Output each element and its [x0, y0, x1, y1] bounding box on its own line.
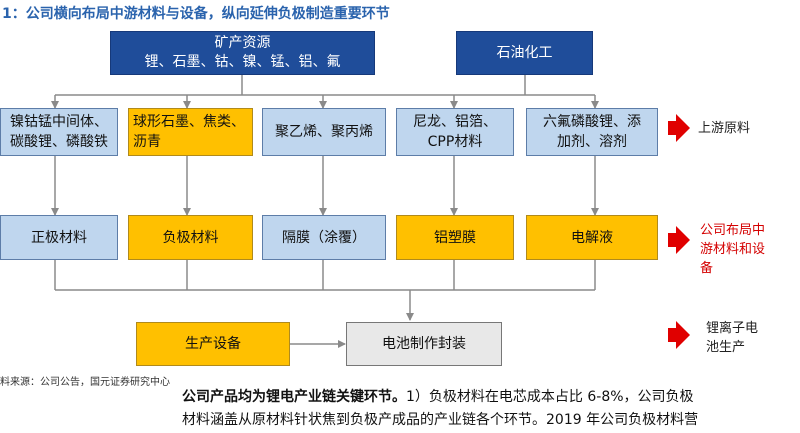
- red-arrow-3: [668, 321, 690, 349]
- body-text-line-2: 材料涵盖从原材料针状焦到负极产成品的产业链各个环节。2019 年公司负极材料营: [182, 412, 699, 428]
- source-note: 料来源：公司公告，国元证券研究中心: [0, 377, 170, 388]
- mid-box-aluminum-plastic-film: 铝塑膜: [396, 215, 514, 260]
- body-text-line-1: 公司产品均为锂电产业链关键环节。1）负极材料在电芯成本占比 6-8%，公司负极: [182, 386, 694, 406]
- mid-box-cathode: 正极材料: [0, 215, 118, 260]
- mid-box-separator: 隔膜（涂覆）: [262, 215, 386, 260]
- side-label-battery-production: 锂离子电 池生产: [706, 321, 759, 355]
- mineral-resources-title: 矿产资源: [214, 35, 271, 51]
- raw-box-nylon-foil: 尼龙、铝箔、 CPP材料: [396, 108, 514, 156]
- body-text-bold: 公司产品均为锂电产业链关键环节。: [182, 389, 406, 405]
- mid-box-anode: 负极材料: [128, 215, 253, 260]
- raw-box-cathode-precursors: 镍钴锰中间体、 碳酸锂、磷酸铁: [0, 108, 118, 156]
- production-equipment-box: 生产设备: [136, 322, 290, 366]
- side-label-upstream: 上游原料: [698, 121, 751, 136]
- mid-box-electrolyte: 电解液: [526, 215, 658, 260]
- petrochemical-box: 石油化工: [456, 31, 593, 75]
- side-label-midstream: 公司布局中 游材料和设 备: [700, 223, 766, 276]
- red-arrow-1: [668, 114, 690, 142]
- raw-box-polymers: 聚乙烯、聚丙烯: [262, 108, 386, 156]
- red-arrow-2: [668, 226, 690, 254]
- battery-cell-assembly-box: 电池制作封装: [346, 322, 502, 366]
- body-text-rest: 1）负极材料在电芯成本占比 6-8%，公司负极: [406, 389, 694, 405]
- raw-box-graphite: 球形石墨、焦类、 沥青: [128, 108, 253, 156]
- raw-box-electrolyte-inputs: 六氟磷酸锂、添 加剂、溶剂: [526, 108, 658, 156]
- mineral-resources-items: 锂、石墨、钴、镍、锰、铝、氟: [144, 54, 341, 70]
- figure-title: 1：公司横向布局中游材料与设备，纵向延伸负极制造重要环节: [2, 6, 390, 22]
- mineral-resources-box: 矿产资源 锂、石墨、钴、镍、锰、铝、氟: [110, 31, 375, 75]
